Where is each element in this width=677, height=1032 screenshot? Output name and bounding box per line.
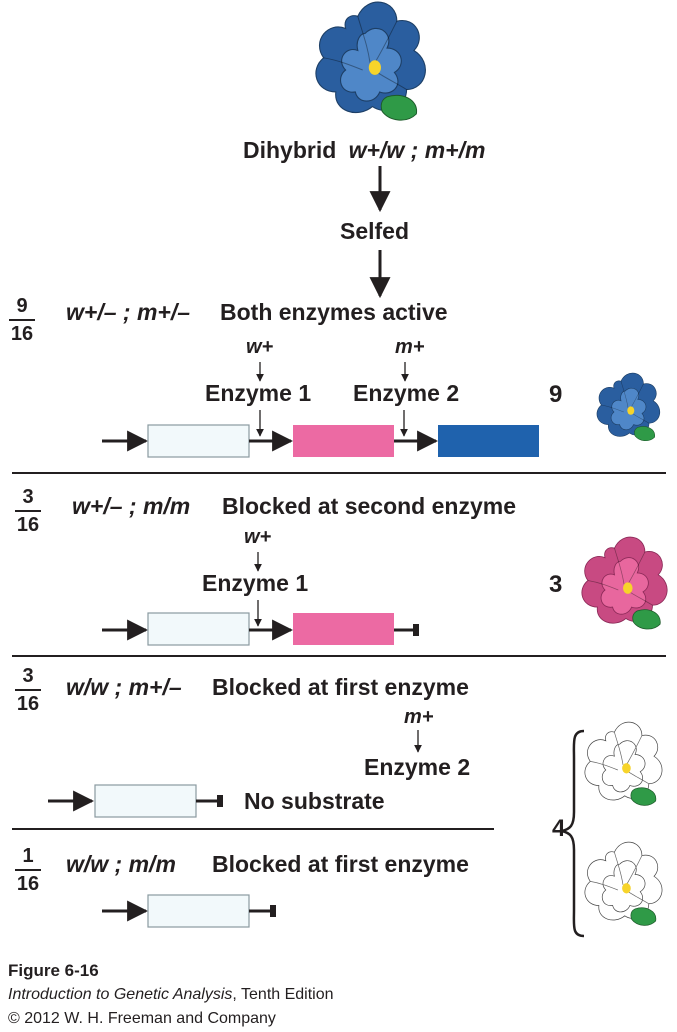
leaf (630, 787, 657, 806)
book-citation: Introduction to Genetic Analysis, Tenth … (8, 987, 334, 1003)
selfed-label: Selfed (340, 218, 410, 244)
fraction-bar (9, 319, 35, 321)
petal-veins (590, 852, 649, 905)
flower-class-3-white (584, 721, 663, 806)
fraction-class-1: 9 16 (9, 296, 35, 344)
copyright-line: © 2012 W. H. Freeman and Company (8, 1010, 276, 1027)
blocked-end-c3-bar (217, 795, 223, 807)
blocked-end-c2-bar (413, 624, 419, 636)
fraction-class-3: 3 16 (15, 666, 41, 714)
petal-veins (587, 548, 653, 606)
genotype-class-3: w/w ; m+/– (66, 674, 182, 700)
flower-center (368, 60, 381, 75)
flower-parent (315, 1, 426, 121)
genotype-class-2: w+/– ; m/m (72, 493, 191, 519)
fraction-denominator: 16 (10, 323, 34, 345)
box-pink-pigment-c1 (293, 425, 394, 457)
genotype-class-4: w/w ; m/m (66, 851, 176, 877)
fraction-numerator: 1 (22, 845, 34, 867)
box-blue-pigment-c1 (438, 425, 539, 457)
box-precursor-c3 (94, 784, 197, 818)
flower-center (622, 763, 631, 774)
count-class-1: 9 (549, 381, 563, 408)
petal-veins (323, 16, 407, 90)
description-class-1: Both enzymes active (220, 299, 448, 325)
leaf (632, 609, 661, 630)
gene-m-plus-class-3: m+ (404, 706, 434, 728)
enzyme-2-class-3: Enzyme 2 (364, 754, 471, 780)
enzyme-1-class-2: Enzyme 1 (202, 570, 309, 596)
description-class-2: Blocked at second enzyme (222, 493, 516, 519)
box-precursor-c4 (147, 894, 250, 928)
fraction-class-4: 1 16 (15, 846, 41, 894)
flower-class-1-blue (596, 372, 661, 441)
flower-center (627, 406, 635, 415)
box-precursor-c2 (147, 612, 250, 646)
box-precursor-c1 (147, 424, 250, 458)
leaf (630, 907, 657, 926)
fraction-denominator: 16 (16, 514, 40, 536)
flower-class-2-pink (581, 536, 668, 630)
gene-w-plus-class-2: w+ (244, 526, 272, 548)
description-class-3: Blocked at first enzyme (212, 674, 469, 700)
fraction-bar (15, 869, 41, 871)
petal-veins (590, 732, 649, 785)
brace-white-group (561, 729, 585, 938)
gene-m-plus-class-1: m+ (395, 336, 425, 358)
box-pink-pigment-c2 (293, 613, 394, 645)
fraction-bar (15, 510, 41, 512)
figure-number: Figure 6-16 (8, 961, 99, 980)
flower-center (622, 883, 631, 894)
cross-label: Dihybrid (243, 137, 337, 163)
description-class-4: Blocked at first enzyme (212, 851, 469, 877)
flower-class-4-white (584, 841, 663, 926)
fraction-denominator: 16 (16, 693, 40, 715)
no-substrate-label: No substrate (244, 788, 385, 814)
dihybrid-label: Dihybrid w+/w ; m+/m (243, 139, 485, 162)
fraction-denominator: 16 (16, 873, 40, 895)
book-edition: , Tenth Edition (232, 986, 334, 1003)
leaf (380, 94, 417, 121)
fraction-bar (15, 689, 41, 691)
flower-center (623, 582, 633, 594)
cross-genotype: w+/w ; m+/m (348, 137, 486, 163)
petal-veins (601, 381, 650, 424)
fraction-numerator: 9 (16, 295, 28, 317)
leaf (634, 426, 655, 441)
count-white-group: 4 (552, 815, 566, 842)
count-class-2: 3 (549, 571, 563, 598)
enzyme-2-class-1: Enzyme 2 (353, 380, 460, 406)
enzyme-1-class-1: Enzyme 1 (205, 380, 312, 406)
book-title: Introduction to Genetic Analysis (8, 986, 233, 1003)
gene-w-plus-class-1: w+ (246, 336, 274, 358)
fraction-class-2: 3 16 (15, 487, 41, 535)
fraction-numerator: 3 (22, 665, 34, 687)
blocked-end-c4-bar (270, 905, 276, 917)
genotype-class-1: w+/– ; m+/– (66, 299, 191, 325)
fraction-numerator: 3 (22, 486, 34, 508)
